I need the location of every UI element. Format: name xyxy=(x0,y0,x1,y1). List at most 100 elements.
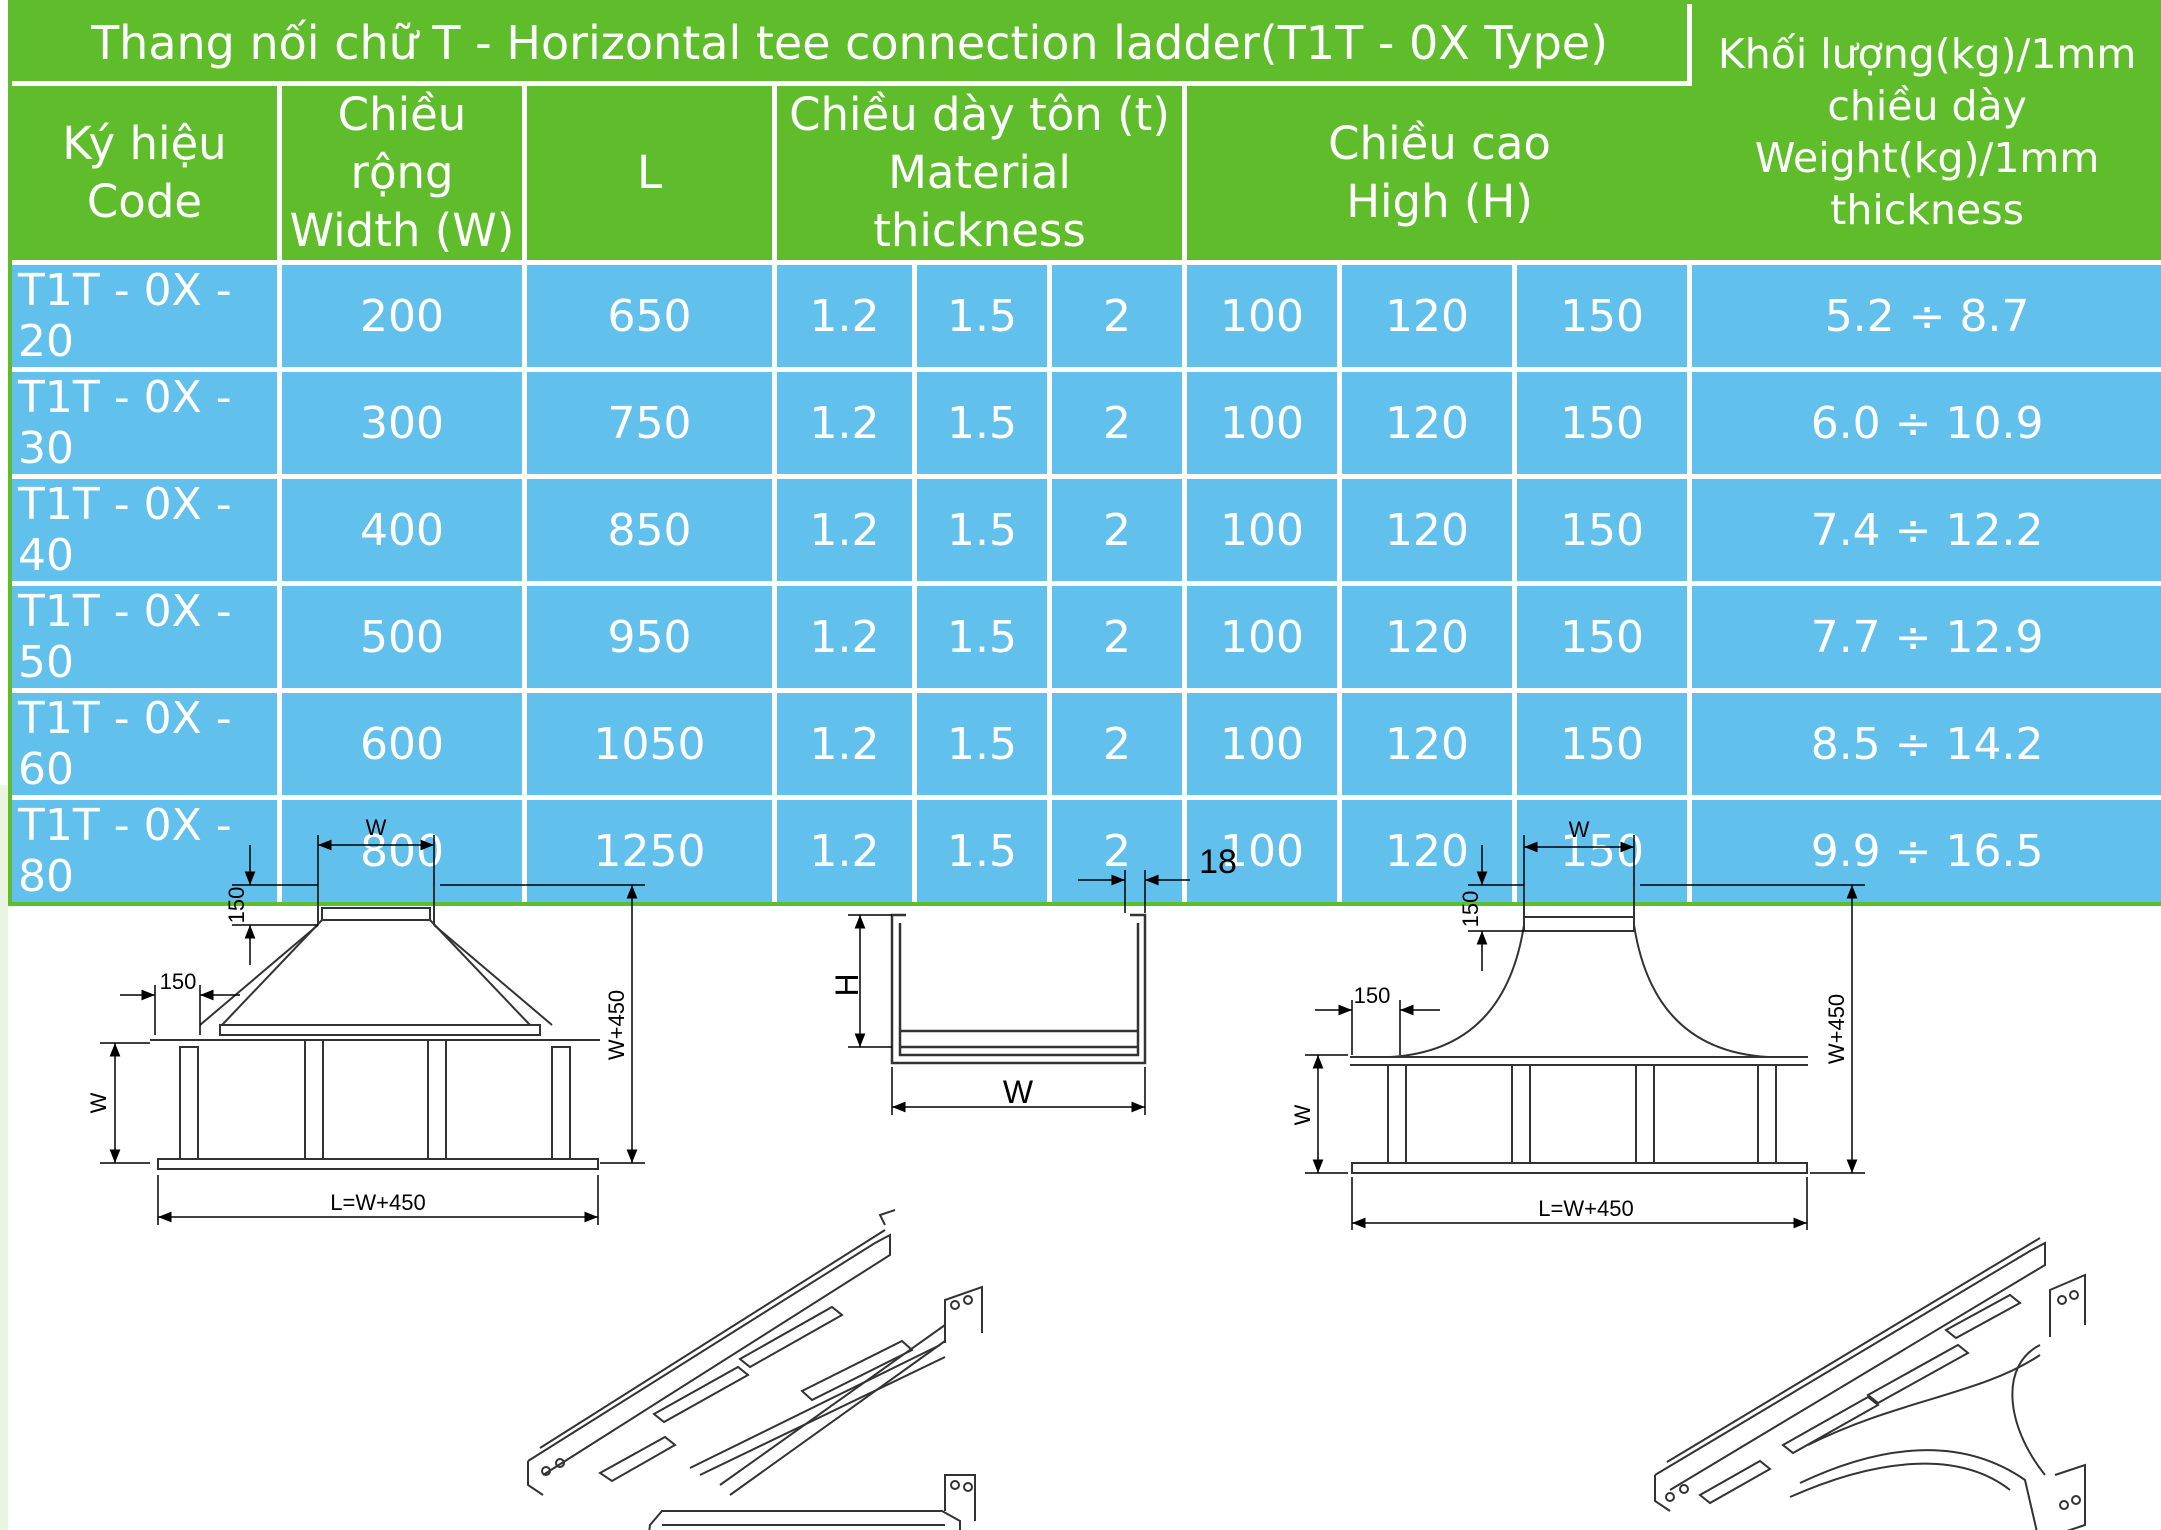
left-length-label: L=W+450 xyxy=(330,1190,425,1215)
weight-cell: 8.5 ÷ 14.2 xyxy=(1692,693,2161,800)
thickness-cell: 2 xyxy=(1052,265,1187,372)
left-isometric-tee xyxy=(527,1209,983,1530)
height-cell: 120 xyxy=(1342,372,1517,479)
thickness-cell: 1.2 xyxy=(777,693,917,800)
thickness-cell: 2 xyxy=(1052,479,1187,586)
right-isometric-tee xyxy=(1654,1237,2086,1530)
left-w-label: W xyxy=(366,815,387,840)
right-side-label: 150 xyxy=(1354,983,1391,1008)
weight-header-line: Khối lượng(kg)/1mm xyxy=(1717,30,2137,78)
length-header: L xyxy=(527,86,777,265)
section-w-label: W xyxy=(1003,1074,1034,1110)
table-title: Thang nối chữ T - Horizontal tee connect… xyxy=(12,4,1693,86)
width-header-en: Width (W) xyxy=(289,204,515,257)
thickness-header-en: Material thickness xyxy=(873,146,1086,257)
technical-drawings: W 150 150 W W+450 L=W+450 18 H W xyxy=(86,815,2086,1530)
code-cell: T1T - 0X - 40 xyxy=(12,479,282,586)
height-cell: 120 xyxy=(1342,586,1517,693)
height-cell: 100 xyxy=(1187,586,1342,693)
thickness-cell: 1.5 xyxy=(917,372,1052,479)
height-cell: 100 xyxy=(1187,265,1342,372)
thickness-header: Chiều dày tôn (t) Material thickness xyxy=(777,86,1187,265)
section-flange-label: 18 xyxy=(1199,843,1237,881)
thickness-cell: 1.5 xyxy=(917,479,1052,586)
height-cell: 100 xyxy=(1187,693,1342,800)
left-plan-drawing xyxy=(150,885,600,1170)
width-header-vi: Chiều rộng xyxy=(337,88,467,199)
section-drawing xyxy=(890,913,1147,1065)
code-header: Ký hiệu Code xyxy=(12,86,282,265)
code-header-en: Code xyxy=(86,175,203,228)
weight-header-line: thickness xyxy=(1830,186,2024,234)
height-cell: 150 xyxy=(1517,479,1693,586)
width-cell: 600 xyxy=(282,693,527,800)
code-cell: T1T - 0X - 60 xyxy=(12,693,282,800)
height-header: Chiều cao High (H) xyxy=(1187,86,1693,265)
weight-cell: 5.2 ÷ 8.7 xyxy=(1692,265,2161,372)
weight-cell: 7.7 ÷ 12.9 xyxy=(1692,586,2161,693)
right-arm-label: 150 xyxy=(1458,891,1483,928)
code-header-vi: Ký hiệu xyxy=(62,117,227,170)
weight-header: Khối lượng(kg)/1mm chiều dày Weight(kg)/… xyxy=(1692,4,2161,265)
height-cell: 100 xyxy=(1187,800,1342,902)
width-header: Chiều rộng Width (W) xyxy=(282,86,527,265)
right-plan-drawing xyxy=(1350,885,1808,1174)
thickness-cell: 2 xyxy=(1052,693,1187,800)
height-cell: 150 xyxy=(1517,372,1693,479)
thickness-cell: 2 xyxy=(1052,372,1187,479)
height-cell: 120 xyxy=(1342,265,1517,372)
thickness-cell: 1.2 xyxy=(777,479,917,586)
thickness-cell: 1.2 xyxy=(777,372,917,479)
left-height-label: W+450 xyxy=(604,990,629,1060)
thickness-cell: 1.2 xyxy=(777,265,917,372)
code-cell: T1T - 0X - 20 xyxy=(12,265,282,372)
section-h-label: H xyxy=(829,973,865,996)
weight-header-line: chiều dày xyxy=(1827,82,2027,130)
thickness-cell: 1.5 xyxy=(917,800,1052,902)
height-header-vi: Chiều cao xyxy=(1328,117,1551,170)
weight-header-line: Weight(kg)/1mm xyxy=(1754,134,2100,182)
width-cell: 300 xyxy=(282,372,527,479)
height-header-en: High (H) xyxy=(1346,175,1533,228)
weight-cell: 7.4 ÷ 12.2 xyxy=(1692,479,2161,586)
right-length-label: L=W+450 xyxy=(1538,1196,1633,1221)
height-cell: 120 xyxy=(1342,800,1517,902)
left-arm-label: 150 xyxy=(224,887,249,924)
height-cell: 120 xyxy=(1342,693,1517,800)
thickness-cell: 1.5 xyxy=(917,693,1052,800)
weight-cell: 6.0 ÷ 10.9 xyxy=(1692,372,2161,479)
right-plan-dimensions xyxy=(1305,835,1865,1230)
section-dimensions xyxy=(848,870,1190,1115)
width-cell: 200 xyxy=(282,265,527,372)
code-cell: T1T - 0X - 80 xyxy=(12,800,282,902)
length-cell: 650 xyxy=(527,265,777,372)
right-wv-label: W xyxy=(1290,1104,1315,1125)
right-height-label: W+450 xyxy=(1824,994,1849,1064)
length-cell: 950 xyxy=(527,586,777,693)
thickness-cell: 1.5 xyxy=(917,265,1052,372)
width-cell: 400 xyxy=(282,479,527,586)
height-cell: 150 xyxy=(1517,693,1693,800)
thickness-cell: 1.2 xyxy=(777,800,917,902)
length-cell: 750 xyxy=(527,372,777,479)
thickness-header-vi: Chiều dày tôn (t) xyxy=(789,88,1170,141)
page-edge xyxy=(0,785,8,1530)
spec-table: Thang nối chữ T - Horizontal tee connect… xyxy=(8,0,2161,906)
length-cell: 850 xyxy=(527,479,777,586)
code-cell: T1T - 0X - 50 xyxy=(12,586,282,693)
left-side-label: 150 xyxy=(160,969,197,994)
height-cell: 100 xyxy=(1187,372,1342,479)
left-plan-dimensions xyxy=(100,835,645,1225)
left-wv-label: W xyxy=(86,1092,111,1113)
thickness-cell: 2 xyxy=(1052,586,1187,693)
right-w-label: W xyxy=(1569,817,1590,842)
height-cell: 150 xyxy=(1517,586,1693,693)
height-cell: 150 xyxy=(1517,265,1693,372)
